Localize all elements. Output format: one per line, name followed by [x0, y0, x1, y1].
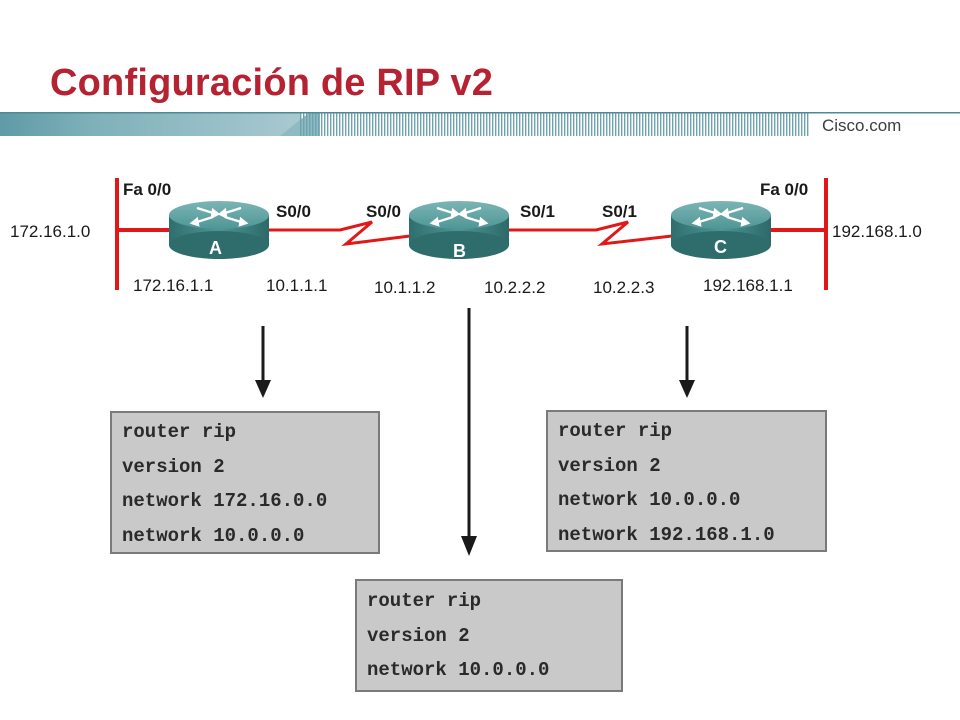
- router-label-c: C: [714, 237, 727, 257]
- config-line: network 192.168.1.0: [558, 524, 775, 546]
- router-icon: [671, 201, 771, 259]
- router-icon: [409, 201, 509, 259]
- config-box-router-a: router rip version 2 network 172.16.0.0 …: [110, 411, 380, 554]
- interface-c-fa: Fa 0/0: [760, 180, 809, 199]
- interface-c-s: S0/1: [602, 202, 637, 221]
- network-right-label: 192.168.1.0: [832, 222, 922, 241]
- network-left-label: 172.16.1.0: [10, 222, 91, 241]
- router-icon: [169, 201, 269, 259]
- ip-a-s: 10.1.1.1: [266, 276, 328, 295]
- down-arrow-icon: [679, 326, 695, 398]
- header-banner: [0, 112, 960, 136]
- ip-b-s-right: 10.2.2.2: [484, 278, 546, 297]
- serial-link-icon: [508, 220, 673, 247]
- config-box-router-c: router rip version 2 network 10.0.0.0 ne…: [546, 410, 827, 552]
- config-box-router-b: router rip version 2 network 10.0.0.0: [355, 579, 623, 692]
- config-line: network 10.0.0.0: [367, 659, 550, 681]
- config-line: version 2: [558, 455, 661, 477]
- config-line: version 2: [122, 456, 225, 478]
- serial-link-icon: [268, 220, 411, 247]
- config-line: version 2: [367, 625, 470, 647]
- router-label-a: A: [209, 238, 222, 258]
- config-line: router rip: [367, 590, 482, 612]
- down-arrow-icon: [461, 308, 477, 556]
- interface-b-s-right: S0/1: [520, 202, 555, 221]
- ip-b-s-left: 10.1.1.2: [374, 278, 436, 297]
- cisco-brand: Cisco.com: [822, 116, 902, 135]
- config-line: router rip: [558, 420, 673, 442]
- router-label-b: B: [453, 241, 466, 261]
- down-arrow-icon: [255, 326, 271, 398]
- config-line: network 10.0.0.0: [122, 525, 305, 547]
- config-line: router rip: [122, 421, 237, 443]
- interface-a-s: S0/0: [276, 202, 311, 221]
- slide-title: Configuración de RIP v2: [50, 62, 494, 104]
- config-line: network 172.16.0.0: [122, 490, 328, 512]
- interface-a-fa: Fa 0/0: [123, 180, 172, 199]
- config-line: network 10.0.0.0: [558, 489, 741, 511]
- ip-c-fa: 192.168.1.1: [703, 276, 793, 295]
- interface-b-s-left: S0/0: [366, 202, 401, 221]
- ip-c-s: 10.2.2.3: [593, 278, 655, 297]
- ip-a-fa: 172.16.1.1: [133, 276, 214, 295]
